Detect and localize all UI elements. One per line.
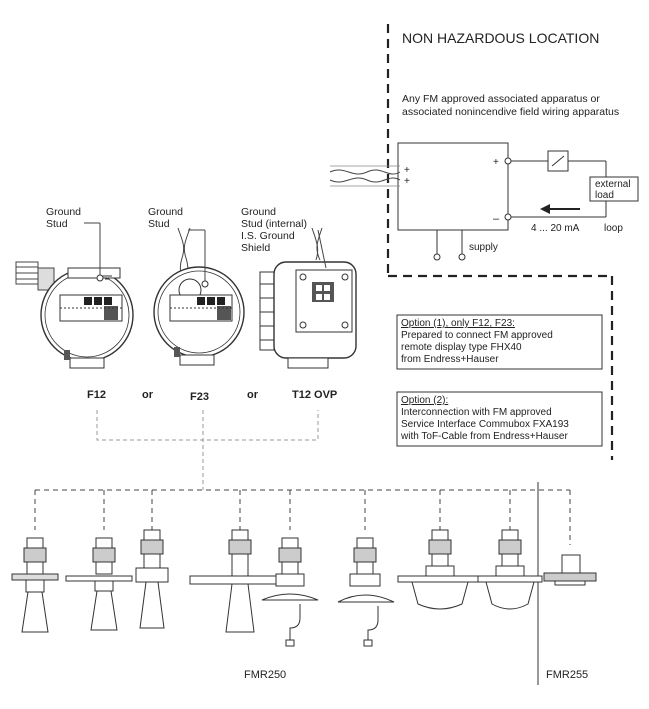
supply-terminal-1 (433, 253, 441, 261)
non-hazardous-title: NON HAZARDOUS LOCATION (402, 30, 599, 46)
housing-connector-lines (96, 410, 319, 490)
terminal-plus (504, 157, 512, 165)
t12-ground-label-2: Stud (internal) (241, 218, 307, 230)
current-range-label: 4 ... 20 mA (531, 223, 580, 234)
housing-f23 (153, 227, 245, 366)
or-label-2: or (247, 389, 259, 401)
sensor-dish-7 (397, 529, 483, 610)
option-1-line-2: remote display type FHX40 (401, 342, 522, 353)
f12-ground-label-2: Stud (46, 218, 68, 230)
sensor-horn-2 (65, 537, 133, 631)
apparatus-minus-right: – (493, 213, 500, 225)
f12-label: F12 (87, 389, 106, 401)
option-2-line-1: Interconnection with FM approved (401, 407, 552, 418)
option-1-line-1: Prepared to connect FM approved (401, 330, 553, 341)
option-1-title: Option (1), only F12, F23: (401, 318, 515, 329)
housing-f12 (15, 222, 134, 369)
approved-apparatus-line-1: Any FM approved associated apparatus or (402, 93, 600, 105)
external-load-label-2: load (595, 190, 614, 201)
apparatus-plus-left-2: + (404, 176, 410, 187)
supply-label: supply (469, 242, 498, 253)
associated-apparatus-box (397, 142, 509, 231)
approved-apparatus-line-2: associated nonincendive field wiring app… (402, 106, 619, 118)
t12-ground-label-4: Shield (241, 242, 270, 254)
external-load-box (589, 176, 639, 202)
f12-ground-label-1: Ground (46, 206, 81, 218)
loop-label: loop (604, 223, 623, 234)
f23-ground-label-2: Stud (148, 218, 170, 230)
sensor-flange-4 (189, 529, 289, 633)
current-arrow-icon (540, 204, 550, 214)
option-2-line-3: with ToF-Cable from Endress+Hauser (400, 431, 568, 442)
sensor-bus (34, 489, 571, 545)
cable-to-apparatus (329, 165, 401, 187)
sensor-horn-1 (11, 537, 59, 633)
supply-terminal-2 (458, 253, 466, 261)
t12-ground-label-3: I.S. Ground (241, 230, 295, 242)
fmr250-label: FMR250 (244, 669, 286, 681)
f23-ground-label-1: Ground (148, 206, 183, 218)
external-load-label-1: external (595, 179, 631, 190)
option-2-title: Option (2): (401, 395, 448, 406)
fmr255-label: FMR255 (546, 669, 588, 681)
f23-label: F23 (190, 391, 209, 403)
option-1-line-3: from Endress+Hauser (401, 354, 499, 365)
option-2-box (396, 391, 603, 447)
terminal-minus (504, 213, 512, 221)
option-1-box (396, 314, 603, 370)
housing-t12 (259, 227, 357, 369)
apparatus-plus-left: + (404, 165, 410, 176)
non-hazardous-boundary (386, 24, 614, 460)
option-2-line-2: Service Interface Commubox FXA193 (401, 419, 569, 430)
sensor-horn-3 (135, 529, 169, 629)
apparatus-plus-right: + (493, 157, 499, 168)
sensor-dish-6 (337, 537, 395, 647)
or-label-1: or (142, 389, 154, 401)
sensor-fmr255 (543, 554, 597, 586)
t12-ground-label-1: Ground (241, 206, 276, 218)
sensor-dish-5 (261, 537, 319, 647)
t12-label: T12 OVP (292, 389, 337, 401)
sensor-dish-8 (477, 529, 543, 610)
